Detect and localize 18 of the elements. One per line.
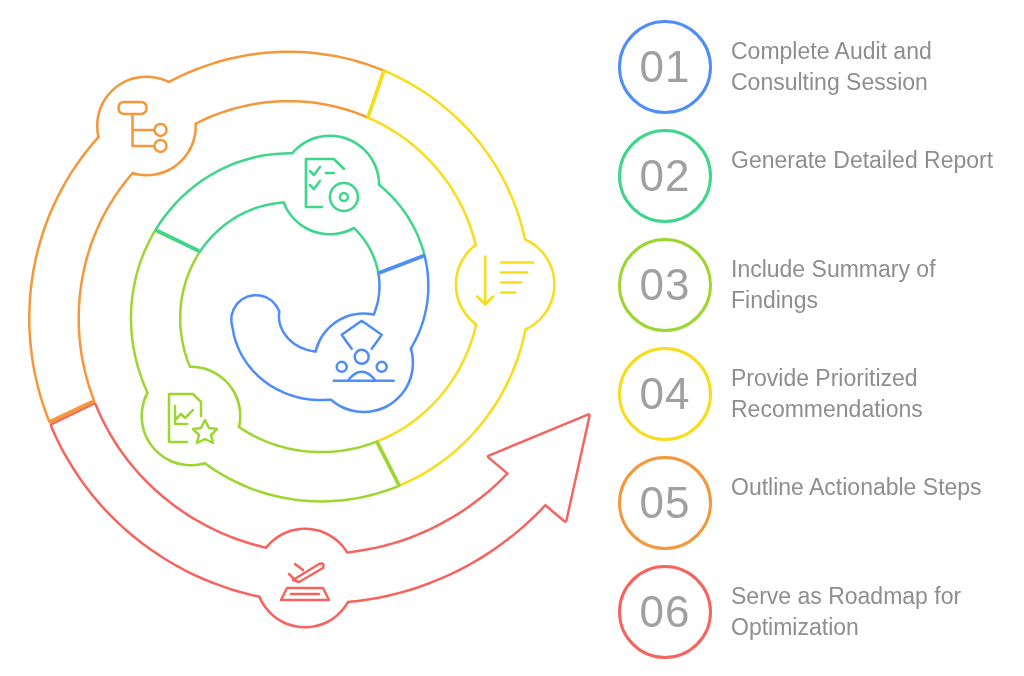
step-number: 02	[639, 151, 691, 201]
step-number: 05	[639, 478, 691, 528]
step-number-circle	[618, 347, 712, 441]
step-number-circle	[618, 456, 712, 550]
step-description: Complete Audit and Consulting Session	[731, 37, 933, 97]
step-description: Provide Prioritized Recommendations	[731, 364, 924, 424]
step-description: Serve as Roadmap for Optimization	[731, 582, 963, 642]
step-number: 04	[639, 369, 691, 419]
step-number-circle	[618, 238, 712, 332]
step-number: 03	[639, 260, 691, 310]
step-description: Outline Actionable Steps	[731, 473, 983, 502]
step-number-circle	[618, 20, 712, 114]
step-description: Generate Detailed Report	[731, 146, 995, 175]
step-number-circle	[618, 565, 712, 659]
step-number: 01	[639, 42, 691, 92]
step-description: Include Summary of Findings	[731, 255, 937, 315]
step-number-circle	[618, 129, 712, 223]
step-number: 06	[639, 587, 691, 637]
